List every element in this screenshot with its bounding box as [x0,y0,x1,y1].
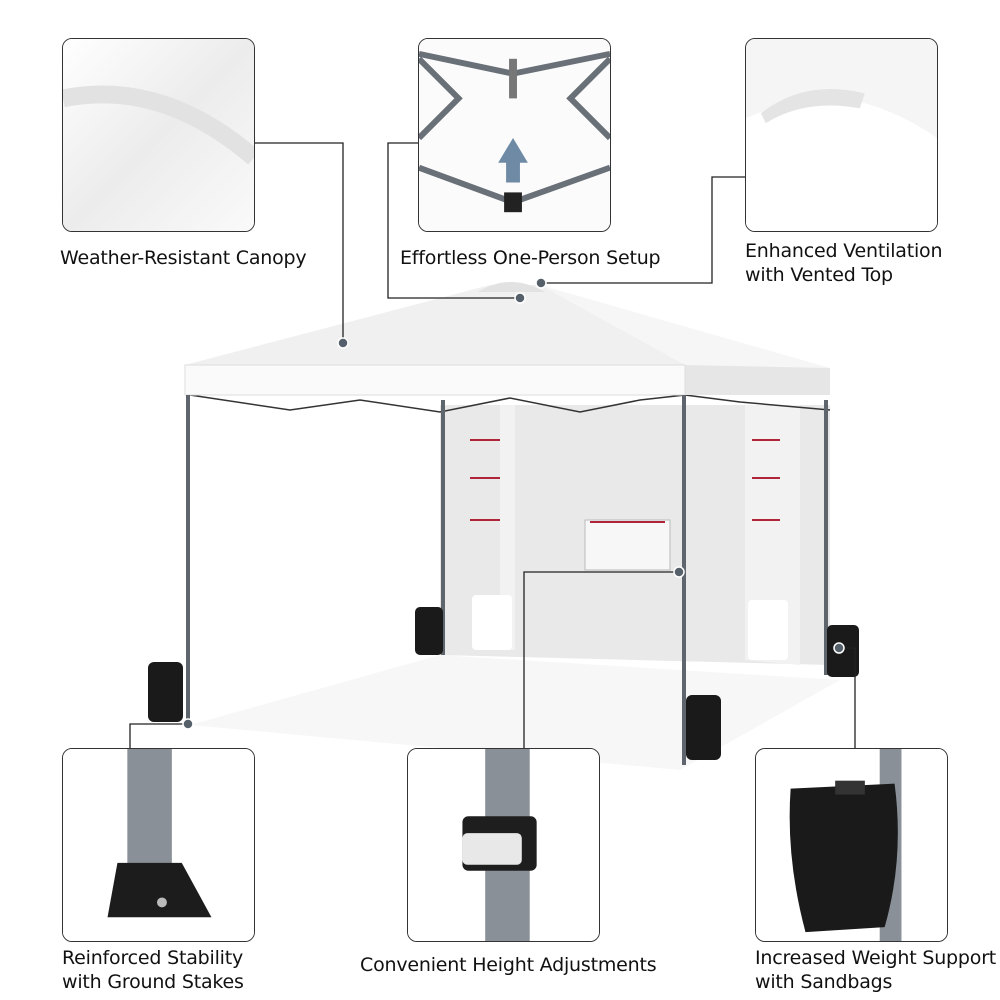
vented-top-image [745,38,938,232]
height-adjust-image [407,748,600,942]
frame-setup-image [418,38,611,232]
sandbag-image [755,748,948,942]
canopy-fabric-image [62,38,255,232]
feature-label-canopy: Weather-Resistant Canopy [60,247,307,269]
feature-label-height: Convenient Height Adjustments [360,954,657,976]
feature-label-setup: Effortless One-Person Setup [400,247,661,269]
ground-stake-image [62,748,255,942]
